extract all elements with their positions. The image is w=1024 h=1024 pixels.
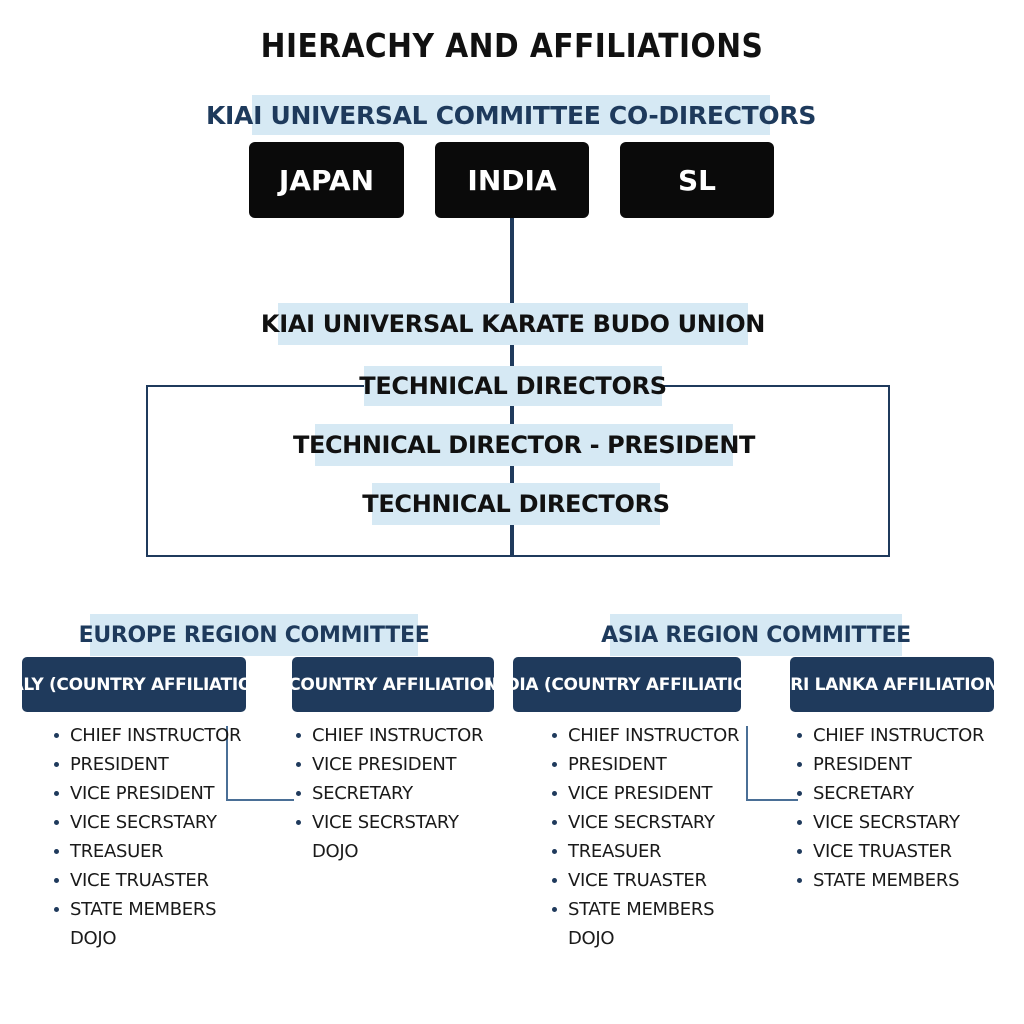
co-directors-heading: KIAI UNIVERSAL COMMITTEE CO-DIRECTORS [206,95,816,135]
list-item: STATE MEMBERS [797,866,984,895]
technical-directors-bottom: TECHNICAL DIRECTORS [362,483,670,525]
technical-director-president: TECHNICAL DIRECTOR - PRESIDENT [293,424,755,466]
list-item: VICE PRESIDENT [54,779,241,808]
asia-elbow-horizontal [746,799,798,801]
union-name: KIAI UNIVERSAL KARATE BUDO UNION [261,303,765,345]
list-item: VICE TRUASTER [54,866,241,895]
europe-region-heading: EUROPE REGION COMMITTEE [79,614,430,656]
list-item-dojo: DOJO [312,841,359,862]
list-item-dojo: DOJO [70,928,117,949]
role-list-italy: CHIEF INSTRUCTOR PRESIDENT VICE PRESIDEN… [54,721,241,953]
list-item: CHIEF INSTRUCTOR [552,721,739,750]
list-item: PRESIDENT [54,750,241,779]
list-item: TREASUER [54,837,241,866]
affiliation-box-sri-lanka: SRI LANKA AFFILIATION) [778,657,1006,712]
country-box-japan: JAPAN [249,142,404,218]
list-item: PRESIDENT [552,750,739,779]
list-item: VICE PRESIDENT [296,750,483,779]
list-item: STATE MEMBERS [552,895,739,924]
list-item: TREASUER [552,837,739,866]
technical-directors-top: TECHNICAL DIRECTORS [359,366,667,406]
list-item: VICE TRUASTER [797,837,984,866]
diagram-title: HIERACHY AND AFFILIATIONS [260,26,764,65]
role-list-sri-lanka: CHIEF INSTRUCTOR PRESIDENT SECRETARY VIC… [797,721,984,895]
list-item: PRESIDENT [797,750,984,779]
country-box-sl: SL [620,142,774,218]
list-item: SECRETARY [296,779,483,808]
list-item: VICE TRUASTER [552,866,739,895]
list-item: SECRETARY [797,779,984,808]
list-item: CHIEF INSTRUCTOR [54,721,241,750]
list-item: VICE PRESIDENT [552,779,739,808]
affiliation-box-country: (COUNTRY AFFILIATION) [281,657,506,712]
list-item: VICE SECRSTARY [54,808,241,837]
affiliation-box-india: INDIA (COUNTRY AFFILIATION) [486,657,769,712]
asia-region-heading: ASIA REGION COMMITTEE [601,614,911,656]
asia-elbow-vertical [746,726,748,800]
europe-elbow-horizontal [226,799,294,801]
list-item: VICE SECRSTARY [296,808,483,837]
list-item: CHIEF INSTRUCTOR [797,721,984,750]
list-item: VICE SECRSTARY [552,808,739,837]
list-item: VICE SECRSTARY [797,808,984,837]
list-item: CHIEF INSTRUCTOR [296,721,483,750]
list-item: STATE MEMBERS [54,895,241,924]
role-list-country: CHIEF INSTRUCTOR VICE PRESIDENT SECRETAR… [296,721,483,866]
technical-directors-frame [146,385,890,557]
affiliation-box-italy: ITALY (COUNTRY AFFILIATION) [0,657,274,712]
list-item-dojo: DOJO [568,928,615,949]
country-box-india: INDIA [435,142,589,218]
europe-elbow-vertical [226,726,228,800]
role-list-india: CHIEF INSTRUCTOR PRESIDENT VICE PRESIDEN… [552,721,739,953]
